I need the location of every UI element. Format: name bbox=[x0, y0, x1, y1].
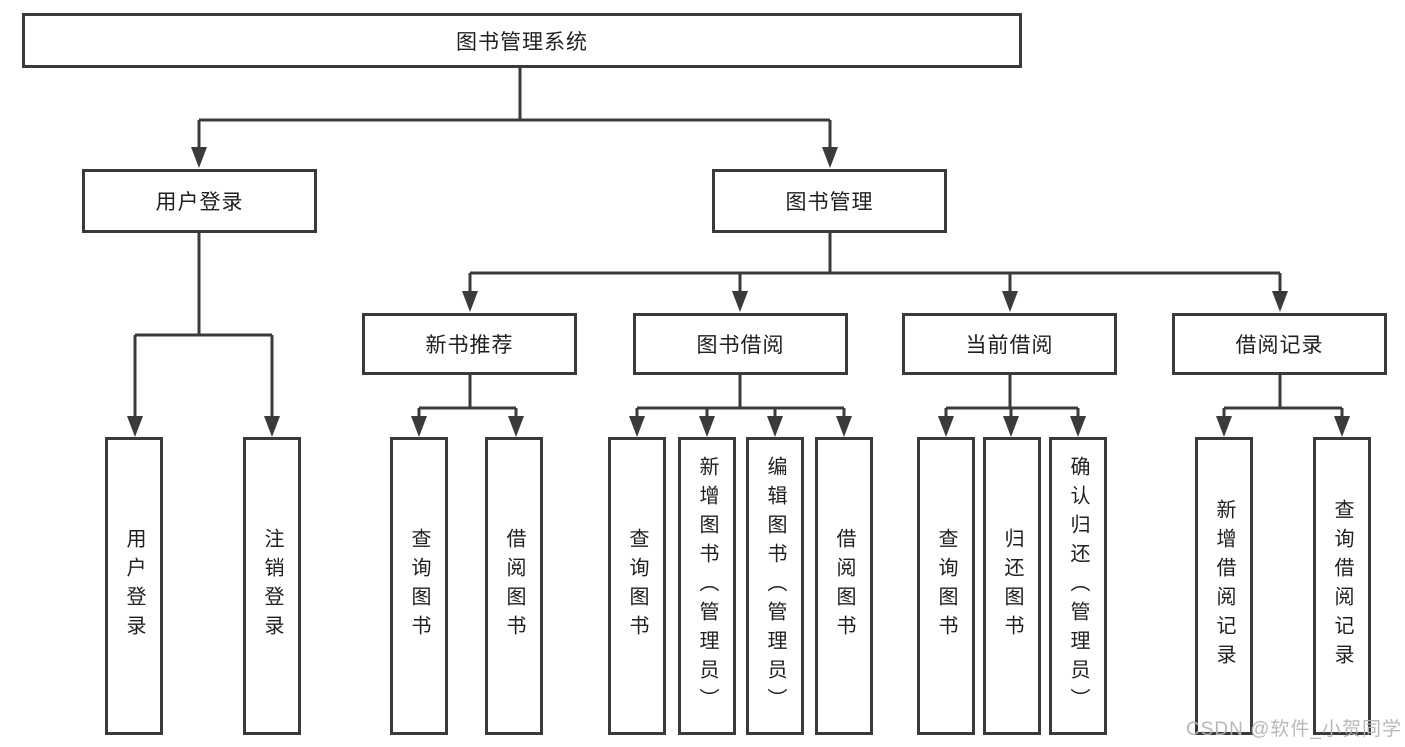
node-label: 新增图书（管理员） bbox=[696, 455, 718, 717]
node-label: 图书借阅 bbox=[696, 334, 785, 357]
leaf-add-borrowing-record: 新增借阅记录 bbox=[1195, 437, 1253, 735]
node-borrowing-records: 借阅记录 bbox=[1172, 313, 1387, 375]
leaf-user-login: 用户登录 bbox=[105, 437, 163, 735]
node-current-borrowing: 当前借阅 bbox=[902, 313, 1117, 375]
leaf-query-borrowing-records: 查询借阅记录 bbox=[1313, 437, 1371, 735]
node-label: 当前借阅 bbox=[965, 334, 1054, 357]
leaf-logout: 注销登录 bbox=[243, 437, 301, 735]
node-new-book-recommendation: 新书推荐 bbox=[362, 313, 577, 375]
node-label: 新书推荐 bbox=[425, 334, 514, 357]
node-label: 查询图书 bbox=[626, 528, 648, 644]
node-label: 查询图书 bbox=[408, 528, 430, 644]
node-label: 归还图书 bbox=[1001, 528, 1023, 644]
leaf-borrow-books: 借阅图书 bbox=[815, 437, 873, 735]
leaf-query-books: 查询图书 bbox=[390, 437, 448, 735]
node-label: 用户登录 bbox=[155, 191, 244, 214]
node-user-login: 用户登录 bbox=[82, 169, 317, 233]
csdn-watermark: CSDN @软件_小贺同学 bbox=[1186, 719, 1402, 740]
node-label: 借阅记录 bbox=[1235, 334, 1324, 357]
leaf-edit-books-admin: 编辑图书（管理员） bbox=[746, 437, 804, 735]
node-library-management-system: 图书管理系统 bbox=[22, 13, 1022, 68]
leaf-return-books: 归还图书 bbox=[983, 437, 1041, 735]
node-label: 用户登录 bbox=[123, 528, 145, 644]
node-label: 编辑图书（管理员） bbox=[764, 455, 786, 717]
leaf-confirm-return-admin: 确认归还（管理员） bbox=[1049, 437, 1107, 735]
node-label: 查询借阅记录 bbox=[1331, 499, 1353, 673]
leaf-query-books: 查询图书 bbox=[608, 437, 666, 735]
node-book-management: 图书管理 bbox=[712, 169, 947, 233]
node-label: 借阅图书 bbox=[833, 528, 855, 644]
node-label: 注销登录 bbox=[261, 528, 283, 644]
leaf-query-books: 查询图书 bbox=[917, 437, 975, 735]
node-label: 图书管理系统 bbox=[456, 30, 588, 54]
leaf-add-books-admin: 新增图书（管理员） bbox=[678, 437, 736, 735]
node-label: 新增借阅记录 bbox=[1213, 499, 1235, 673]
node-label: 借阅图书 bbox=[503, 528, 525, 644]
leaf-borrow-books: 借阅图书 bbox=[485, 437, 543, 735]
node-label: 图书管理 bbox=[785, 191, 874, 214]
node-book-borrowing: 图书借阅 bbox=[633, 313, 848, 375]
node-label: 确认归还（管理员） bbox=[1067, 455, 1089, 717]
arrowheads bbox=[127, 147, 1350, 437]
node-label: 查询图书 bbox=[935, 528, 957, 644]
connector-segments bbox=[133, 68, 1344, 420]
